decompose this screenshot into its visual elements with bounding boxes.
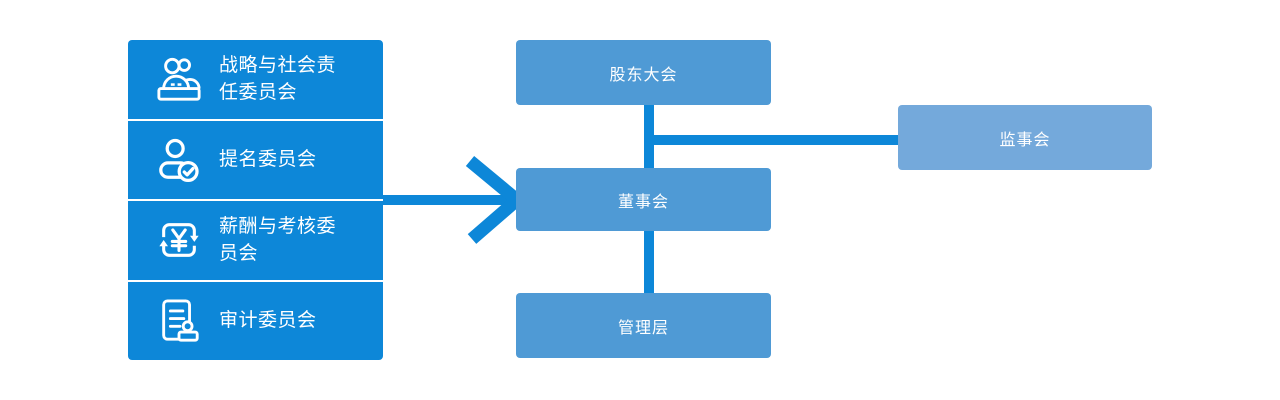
meeting-icon — [156, 56, 202, 102]
connector-to-supervisory — [648, 135, 899, 145]
node-board: 董事会 — [516, 168, 771, 231]
committee-item-strategy: 战略与社会责 任委员会 — [128, 40, 383, 119]
node-management: 管理层 — [516, 293, 771, 358]
connector-board-management — [644, 230, 654, 294]
committee-item-nomination: 提名委员会 — [128, 118, 383, 200]
committee-label: 薪酬与考核委 员会 — [219, 216, 337, 265]
committee-label: 审计委员会 — [219, 310, 317, 332]
committees-to-board-arrow — [383, 155, 523, 244]
node-supervisory: 监事会 — [898, 105, 1152, 170]
node-label: 监事会 — [999, 131, 1051, 149]
node-shareholders: 股东大会 — [516, 40, 771, 105]
committee-label: 战略与社会责 任委员会 — [219, 55, 337, 104]
node-label: 董事会 — [617, 193, 669, 211]
committee-label: 提名委员会 — [219, 149, 317, 171]
node-label: 股东大会 — [609, 66, 678, 84]
yuan-cycle-icon — [156, 217, 202, 263]
committee-item-audit: 审计委员会 — [128, 279, 383, 361]
committee-panel: 战略与社会责 任委员会 提名委员会 — [128, 40, 383, 360]
node-label: 管理层 — [617, 319, 669, 337]
committee-item-remuneration: 薪酬与考核委 员会 — [128, 199, 383, 280]
person-check-icon — [156, 137, 202, 183]
document-person-icon — [156, 298, 202, 344]
